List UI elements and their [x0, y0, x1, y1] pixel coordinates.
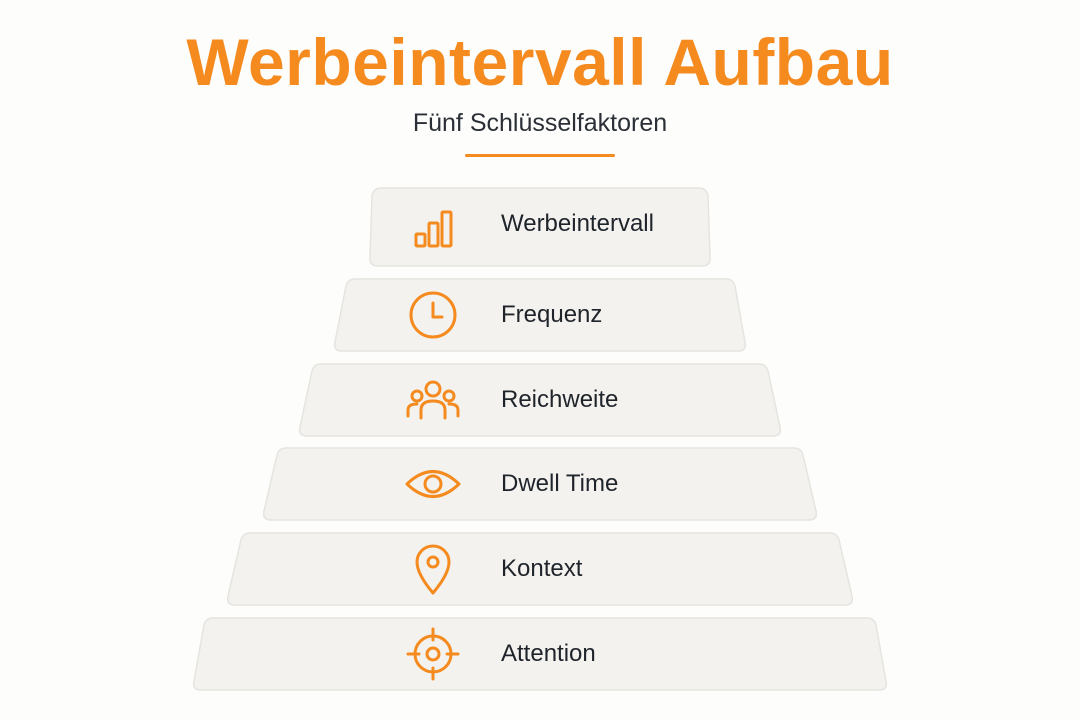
page-subtitle: Fünf Schlüsselfaktoren: [412, 109, 668, 137]
layer-label: Werbeintervall: [501, 210, 654, 237]
pyramid-layer-dwell-time: Dwell Time: [0, 447, 1080, 521]
pyramid-layer-attention: Attention: [0, 617, 1080, 691]
page-title: Werbeintervall Aufbau: [186, 25, 894, 99]
layer-label: Reichweite: [501, 386, 619, 413]
people-group-icon: [405, 372, 461, 428]
pyramid-layer-shape: [369, 187, 711, 267]
title-divider: [465, 154, 615, 157]
eye-icon: [405, 456, 461, 512]
location-pin-icon: [405, 541, 461, 597]
layer-label: Attention: [501, 640, 596, 667]
pyramid-layer-shape: [192, 617, 888, 691]
pyramid-layer-werbeintervall: Werbeintervall: [0, 187, 1080, 267]
target-crosshair-icon: [405, 626, 461, 682]
pyramid-layer-kontext: Kontext: [0, 532, 1080, 606]
pyramid-layer-shape: [262, 447, 818, 521]
pyramid-layer-shape: [333, 278, 747, 352]
layer-label: Kontext: [501, 555, 583, 582]
bar-chart-icon: [405, 199, 461, 255]
pyramid-layer-shape: [226, 532, 854, 606]
clock-icon: [405, 287, 461, 343]
layer-label: Dwell Time: [501, 470, 619, 497]
pyramid-layer-frequenz: Frequenz: [0, 278, 1080, 352]
pyramid-layer-reichweite: Reichweite: [0, 363, 1080, 437]
layer-label: Frequenz: [501, 301, 603, 328]
